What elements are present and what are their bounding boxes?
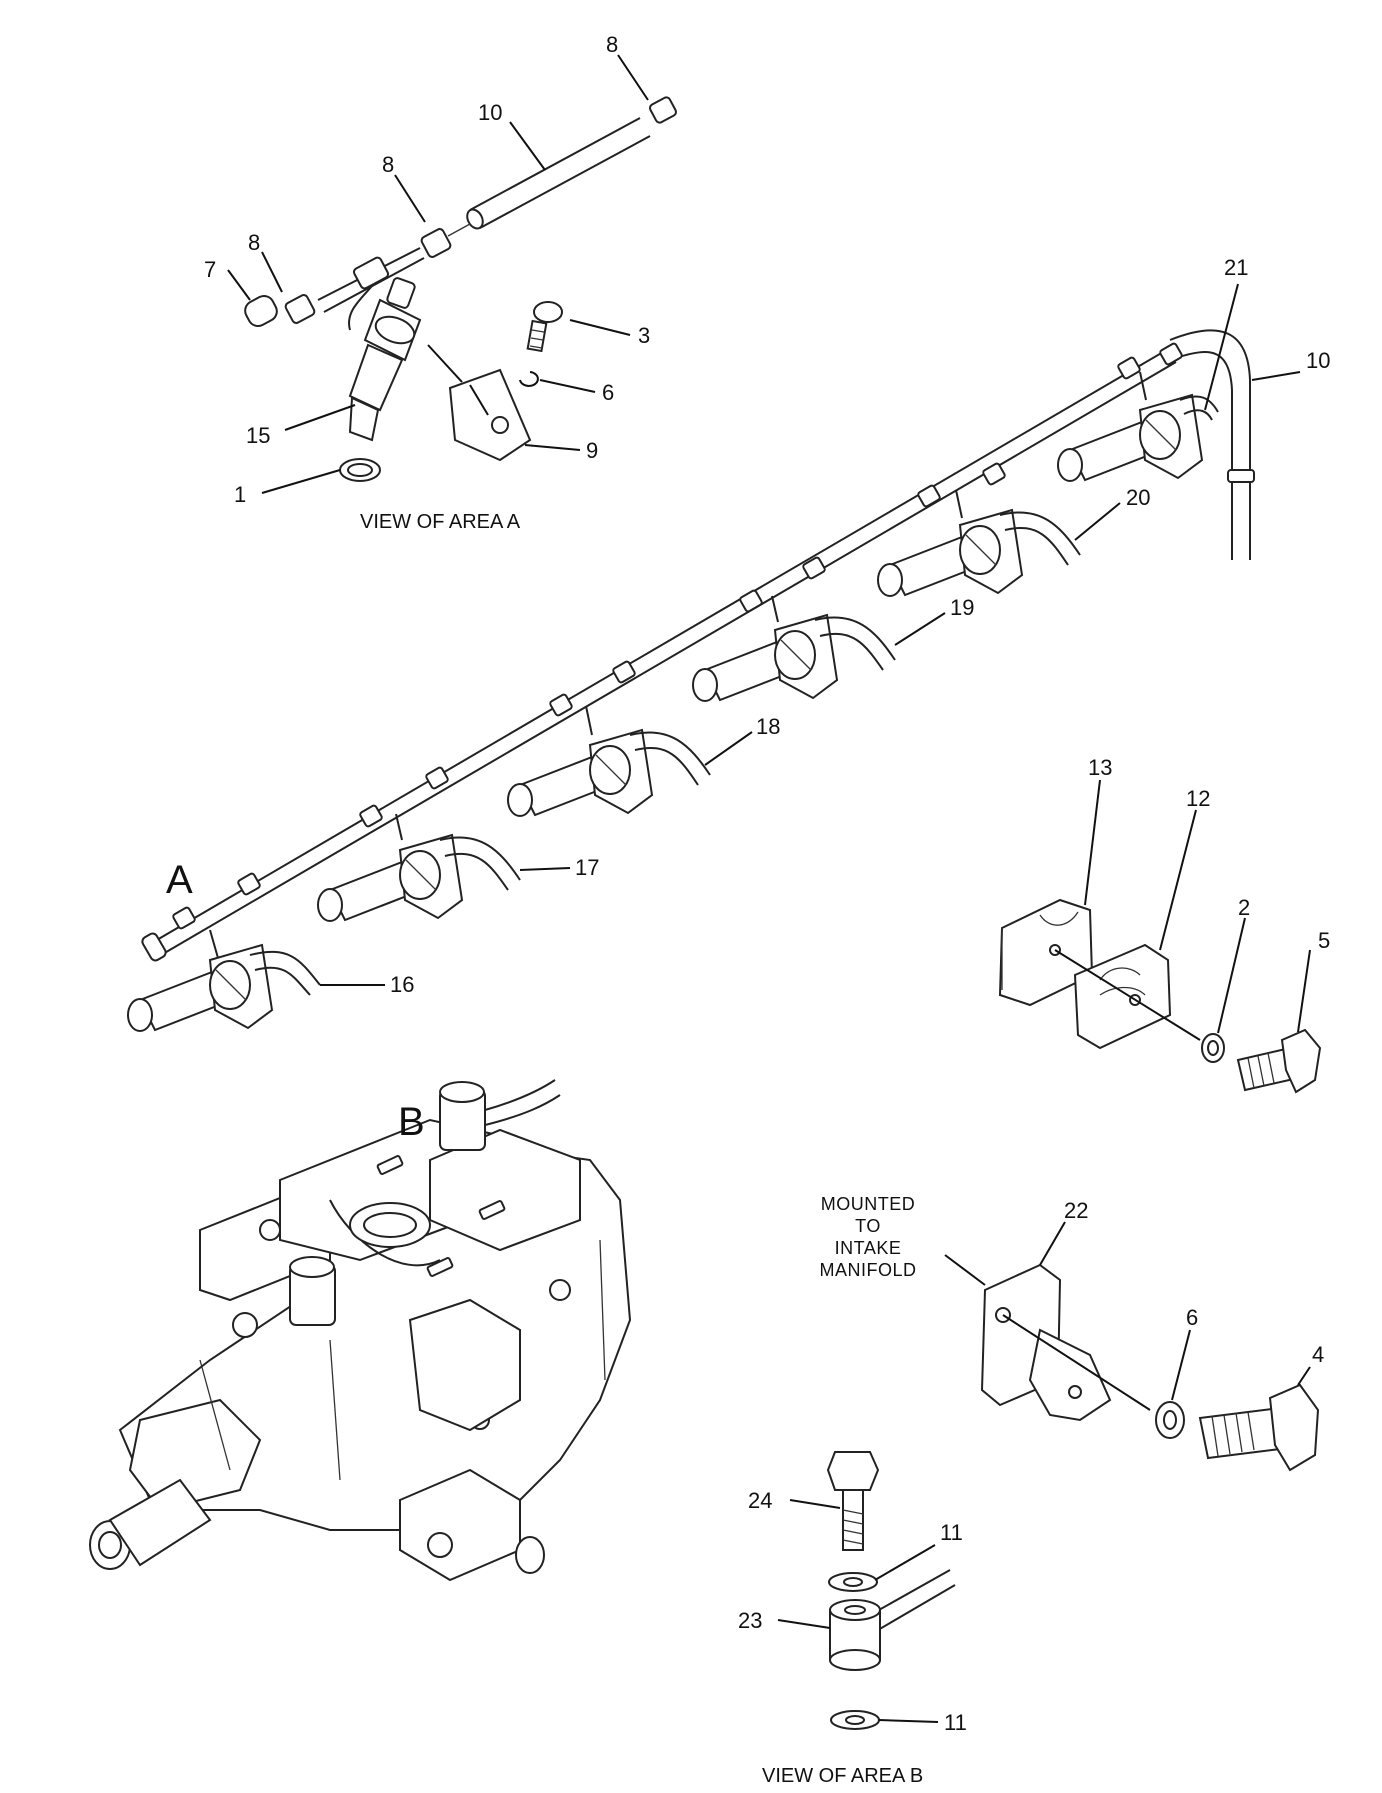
return-tube-10-detail <box>466 117 651 230</box>
callout-24: 24 <box>748 1488 772 1513</box>
note-mounted-line4: MANIFOLD <box>819 1260 916 1280</box>
bolt-5 <box>1236 1028 1322 1094</box>
clip-6 <box>519 371 539 387</box>
callout-18: 18 <box>756 714 780 739</box>
caption-view-of-area-b: VIEW OF AREA B <box>762 1765 923 1787</box>
injector-cylinder-4 <box>692 595 896 702</box>
injector-cylinder-1 <box>127 929 321 1032</box>
note-mounted-line2: TO <box>855 1216 881 1236</box>
callout-23: 23 <box>738 1608 762 1633</box>
return-hose-10 <box>1169 329 1251 560</box>
callout-20: 20 <box>1126 485 1150 510</box>
connector-tube-detail <box>317 247 425 331</box>
callout-11-top: 11 <box>940 1520 963 1545</box>
callout-1: 1 <box>234 482 246 507</box>
bracket-22 <box>980 1263 1112 1422</box>
bolt-4 <box>1198 1383 1320 1472</box>
callout-17: 17 <box>575 855 599 880</box>
washer-2 <box>1201 1033 1225 1063</box>
detail-view-a <box>227 54 677 494</box>
callout-11-bottom: 11 <box>944 1710 967 1735</box>
injector-rail-assembly <box>127 283 1301 1032</box>
hose-clamp-8-middle <box>420 223 471 258</box>
callout-9: 9 <box>586 438 598 463</box>
callout-22: 22 <box>1064 1198 1088 1223</box>
small-screw-b2 <box>478 1200 506 1220</box>
clamp-plate-9 <box>448 368 532 462</box>
banjo-fitting-23 <box>829 1569 956 1671</box>
injector-cylinder-5 <box>877 489 1081 597</box>
manifold-bracket-assembly <box>944 1221 1320 1472</box>
hose-clamp-8-top <box>649 96 677 124</box>
callout-6-bracket: 6 <box>1186 1305 1198 1330</box>
callout-15: 15 <box>246 423 270 448</box>
callout-16: 16 <box>390 972 414 997</box>
note-mounted-line3: INTAKE <box>835 1238 902 1258</box>
bolt-3 <box>526 301 563 353</box>
note-mounted-line1: MOUNTED <box>821 1194 916 1214</box>
small-screw-b1 <box>376 1155 404 1175</box>
caption-view-of-area-a: VIEW OF AREA A <box>360 511 521 533</box>
callout-10-rail: 10 <box>1306 348 1330 373</box>
callout-6-detail: 6 <box>602 380 614 405</box>
small-screw-b3 <box>426 1257 454 1277</box>
fuel-injector-15-detail <box>348 277 422 442</box>
callout-8-middle: 8 <box>382 152 394 177</box>
seal-washer-1 <box>339 458 381 482</box>
captions: VIEW OF AREA A VIEW OF AREA B A B MOUNTE… <box>166 511 923 1787</box>
hose-clamp-8-left <box>284 294 316 324</box>
injector-cylinder-6 <box>1057 371 1219 482</box>
fuel-injection-pump <box>89 1079 632 1582</box>
washer-11-bottom <box>830 1710 880 1730</box>
washer-6-b <box>1155 1401 1185 1439</box>
detail-view-b <box>777 1451 956 1730</box>
washer-11-top <box>828 1572 878 1592</box>
cap-7 <box>244 295 278 327</box>
callout-3: 3 <box>638 323 650 348</box>
callout-19: 19 <box>950 595 974 620</box>
injector-cylinder-2 <box>317 813 521 922</box>
clamp-assembly <box>998 779 1322 1094</box>
callout-13: 13 <box>1088 755 1112 780</box>
callout-2: 2 <box>1238 895 1250 920</box>
callout-8-top: 8 <box>606 32 618 57</box>
callout-5: 5 <box>1318 928 1330 953</box>
area-label-a: A <box>166 858 193 902</box>
callout-numbers: 8 10 8 8 7 3 6 15 9 1 21 10 20 19 18 17 … <box>204 32 1330 1735</box>
callout-12: 12 <box>1186 786 1210 811</box>
callout-10-detail: 10 <box>478 100 502 125</box>
callout-8-left: 8 <box>248 230 260 255</box>
callout-21: 21 <box>1224 255 1248 280</box>
callout-4: 4 <box>1312 1342 1324 1367</box>
injector-cylinder-3 <box>507 705 711 817</box>
banjo-bolt-24 <box>826 1451 880 1551</box>
area-label-b: B <box>398 1100 425 1144</box>
callout-7: 7 <box>204 257 216 282</box>
